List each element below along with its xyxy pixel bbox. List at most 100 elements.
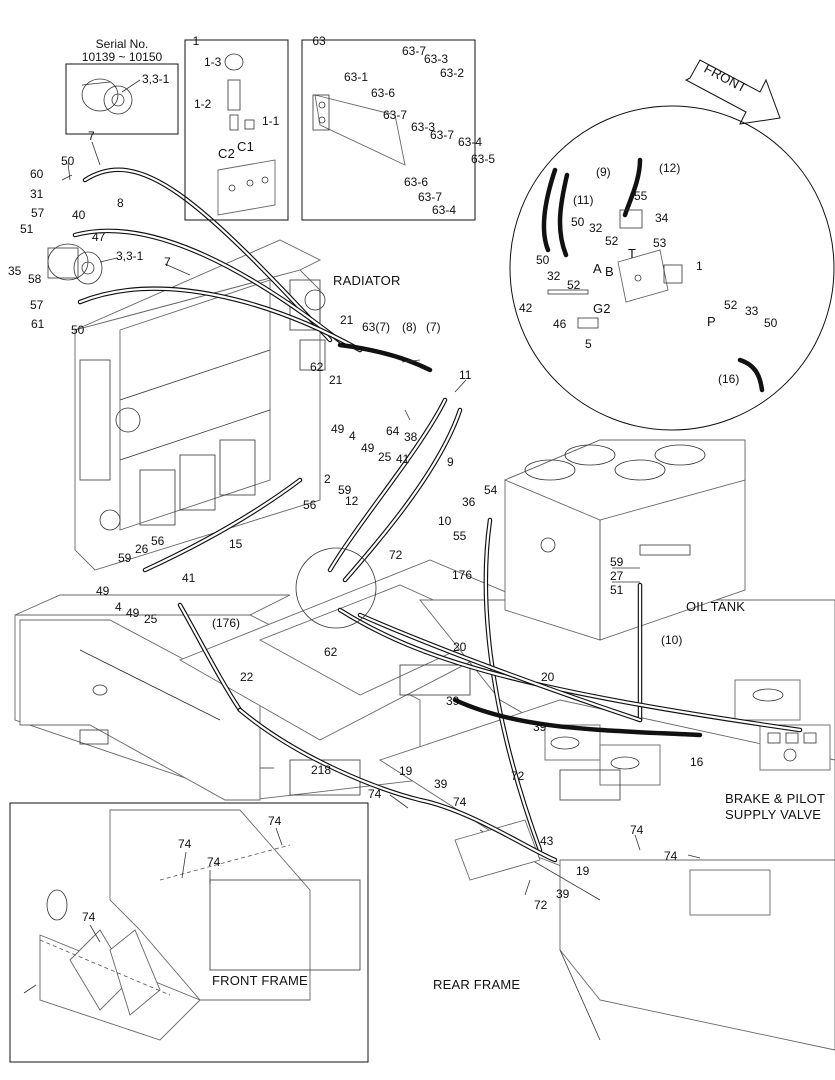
label-63-3a: 63-3 xyxy=(424,52,448,66)
callout-176-paren: (176) xyxy=(212,616,240,630)
callout-27: 27 xyxy=(610,569,624,583)
callout-58: 58 xyxy=(28,272,42,286)
callout-22: 22 xyxy=(240,670,254,684)
detail-circle-valve: (9) (12) (11) 55 34 50 32 52 53 50 32 52… xyxy=(509,105,835,431)
detail-label-32b: 32 xyxy=(547,269,561,283)
callout-39-a: 39 xyxy=(446,694,460,708)
callout-56-b: 56 xyxy=(151,534,165,548)
callout-74-f: 74 xyxy=(207,855,221,869)
label-63-6b: 63-6 xyxy=(404,175,428,189)
callout-35: 35 xyxy=(8,264,22,278)
detail-label-32a: 32 xyxy=(589,221,603,235)
serial-line-1: Serial No. xyxy=(96,37,149,51)
label-63-5: 63-5 xyxy=(471,152,495,166)
detail-label-52a: 52 xyxy=(605,234,619,248)
callout-74-b: 74 xyxy=(453,795,467,809)
label-63-4a: 63-4 xyxy=(458,135,482,149)
callout-49-c: 49 xyxy=(96,584,110,598)
detail-label-46: 46 xyxy=(553,317,567,331)
callout-10-paren: (10) xyxy=(661,633,682,647)
callout-41-b: 41 xyxy=(182,571,196,585)
callout-57-b: 57 xyxy=(30,298,44,312)
port-a: A xyxy=(593,261,602,276)
label-63-7b: 63-7 xyxy=(383,108,407,122)
callout-74-h: 74 xyxy=(82,910,96,924)
brake-valve-label-2: SUPPLY VALVE xyxy=(725,807,821,822)
callout-2: 2 xyxy=(324,472,331,486)
box-63-title: 63 xyxy=(312,34,326,48)
port-c2: C2 xyxy=(218,146,235,161)
callout-51-b: 51 xyxy=(610,583,624,597)
callout-39-d: 39 xyxy=(556,887,570,901)
callout-54: 54 xyxy=(484,483,498,497)
detail-label-50a: 50 xyxy=(571,215,585,229)
callout-74-d: 74 xyxy=(664,849,678,863)
gear-pump xyxy=(47,243,103,285)
callout-72-b: 72 xyxy=(511,769,525,783)
callout-20-b: 20 xyxy=(541,670,555,684)
callout-60: 60 xyxy=(30,167,44,181)
detail-label-5: 5 xyxy=(585,337,592,351)
radiator-assembly xyxy=(74,239,326,571)
callout-20-a: 20 xyxy=(453,640,467,654)
label-63-3b: 63-3 xyxy=(411,120,435,134)
detail-label-52b: 52 xyxy=(567,278,581,292)
callout-38: 38 xyxy=(404,430,418,444)
detail-label-9: (9) xyxy=(596,165,611,179)
callout-176: 176 xyxy=(452,568,472,582)
callout-21-b: 21 xyxy=(329,373,343,387)
callout-41-a: 41 xyxy=(396,452,410,466)
callout-72-c: 72 xyxy=(534,898,548,912)
callout-47: 47 xyxy=(92,230,106,244)
callout-74-a: 74 xyxy=(368,787,382,801)
callout-19-b: 19 xyxy=(576,864,590,878)
callout-8: 8 xyxy=(117,196,124,210)
port-t: T xyxy=(628,246,636,261)
detail-label-42: 42 xyxy=(519,301,533,315)
callout-59-c: 59 xyxy=(118,551,132,565)
callout-39-c: 39 xyxy=(434,777,448,791)
callout-57-a: 57 xyxy=(31,206,45,220)
callout-25-b: 25 xyxy=(144,612,158,626)
callout-61: 61 xyxy=(31,317,45,331)
port-b: B xyxy=(605,264,614,279)
oil-tank-label: OIL TANK xyxy=(686,599,745,614)
box-part-63: 63 63-1 63-7 63-3 63-2 63-6 63-7 63-3 63… xyxy=(301,34,495,221)
callout-4-a: 4 xyxy=(349,429,356,443)
callout-16: 16 xyxy=(690,755,704,769)
label-63-6a: 63-6 xyxy=(371,86,395,100)
leader-lines xyxy=(23,79,701,994)
detail-label-12: (12) xyxy=(659,161,680,175)
callout-7-b: 7 xyxy=(164,255,171,269)
callout-36: 36 xyxy=(462,495,476,509)
callout-55: 55 xyxy=(453,529,467,543)
detail-label-34: 34 xyxy=(655,211,669,225)
callout-31: 31 xyxy=(30,187,44,201)
callout-72-a: 72 xyxy=(389,548,403,562)
callout-49-a: 49 xyxy=(331,422,345,436)
callout-9: 9 xyxy=(447,455,454,469)
callout-64: 64 xyxy=(386,424,400,438)
callout-49-b: 49 xyxy=(361,441,375,455)
callout-218: 218 xyxy=(311,763,331,777)
callout-19-a: 19 xyxy=(399,764,413,778)
callout-26: 26 xyxy=(135,542,149,556)
oil-tank xyxy=(503,439,746,641)
label-1-3: 1-3 xyxy=(204,55,222,69)
callout-59-b: 59 xyxy=(610,555,624,569)
front-arrow-label: FRONT xyxy=(702,61,749,96)
callout-62-a: 62 xyxy=(310,360,324,374)
rear-frame-label: REAR FRAME xyxy=(433,977,520,992)
part-callouts: 3,3-1 7 60 50 31 57 40 8 47 51 35 58 3,3… xyxy=(8,72,704,924)
callout-21-a: 21 xyxy=(340,313,354,327)
callout-7-a: 7 xyxy=(88,129,95,143)
machine-structure xyxy=(14,559,835,1051)
label-63-2: 63-2 xyxy=(440,66,464,80)
zoom-circle-small xyxy=(295,547,377,629)
callout-43: 43 xyxy=(540,834,554,848)
detail-label-52c: 52 xyxy=(724,298,738,312)
callout-10: 10 xyxy=(438,514,452,528)
front-frame-label: FRONT FRAME xyxy=(212,973,308,988)
port-c1: C1 xyxy=(237,139,254,154)
hose-lines xyxy=(72,167,803,863)
